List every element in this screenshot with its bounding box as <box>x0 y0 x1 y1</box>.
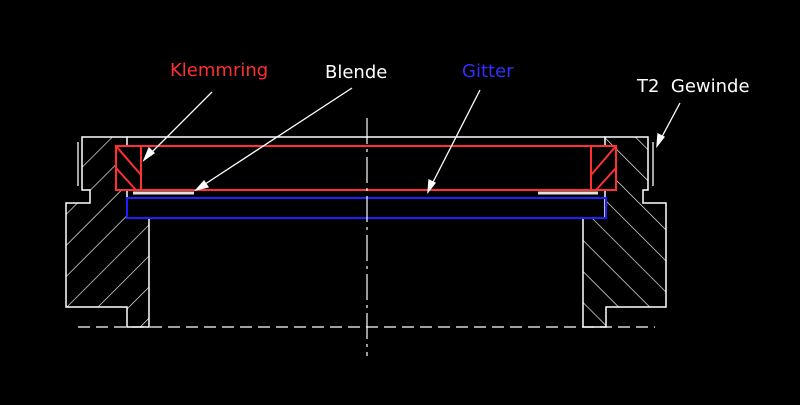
klemmring-label: Klemmring <box>170 60 269 81</box>
blende-label: Blende <box>325 62 388 83</box>
blende-leader <box>195 87 353 191</box>
arrow-icon <box>142 146 156 162</box>
klemmring-part <box>115 145 617 191</box>
arrow-icon <box>656 132 665 149</box>
arrow-icon <box>194 179 210 192</box>
gitter-leader <box>427 89 481 193</box>
klemmring-leader <box>143 91 213 161</box>
arrow-icon <box>427 178 436 195</box>
gitter-label: Gitter <box>462 61 514 82</box>
t2-gewinde-label: T2 Gewinde <box>637 76 750 97</box>
